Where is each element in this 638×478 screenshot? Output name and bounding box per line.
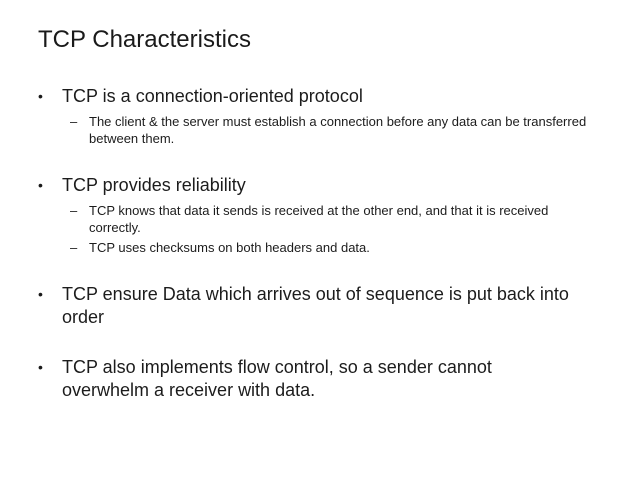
sub-bullet-item: –TCP uses checksums on both headers and … (70, 239, 610, 256)
sub-bullet-text: The client & the server must establish a… (89, 113, 587, 146)
bullet-group: • TCP also implements flow control, so a … (38, 356, 610, 402)
bullet-marker-icon: • (38, 358, 43, 375)
bullet-group: • TCP provides reliability –TCP knows that… (38, 174, 610, 256)
bullet-text: TCP is a connection-oriented protocol (62, 85, 363, 106)
sub-bullet-text: TCP uses checksums on both headers and d… (89, 239, 370, 255)
bullet-item: • TCP provides reliability (38, 174, 610, 197)
bullet-item: • TCP also implements flow control, so a … (38, 356, 610, 402)
sub-bullet-item: –The client & the server must establish … (70, 113, 610, 147)
sub-bullet-item: –TCP knows that data it sends is receive… (70, 202, 610, 236)
bullet-text: TCP also implements flow control, so a s… (62, 356, 492, 400)
dash-marker-icon: – (70, 113, 78, 129)
bullet-text: TCP ensure Data which arrives out of seq… (62, 283, 569, 327)
bullet-text: TCP provides reliability (62, 174, 246, 195)
sub-bullet-text: TCP knows that data it sends is received… (89, 202, 549, 235)
bullet-group: • TCP is a connection-oriented protocol –T… (38, 85, 610, 147)
sub-bullet-list: –The client & the server must establish … (38, 113, 610, 147)
bullet-group: • TCP ensure Data which arrives out of se… (38, 283, 610, 329)
slide-title: TCP Characteristics (38, 26, 251, 53)
bullet-marker-icon: • (38, 87, 43, 104)
dash-marker-icon: – (70, 202, 78, 218)
bullet-item: • TCP is a connection-oriented protocol (38, 85, 610, 108)
dash-marker-icon: – (70, 239, 78, 255)
bullet-marker-icon: • (38, 285, 43, 302)
sub-bullet-list: –TCP knows that data it sends is receive… (38, 202, 610, 256)
bullet-list: •TCP is a connection-oriented protocol–T… (38, 85, 610, 402)
bullet-marker-icon: • (38, 176, 43, 193)
bullet-item: • TCP ensure Data which arrives out of se… (38, 283, 610, 329)
